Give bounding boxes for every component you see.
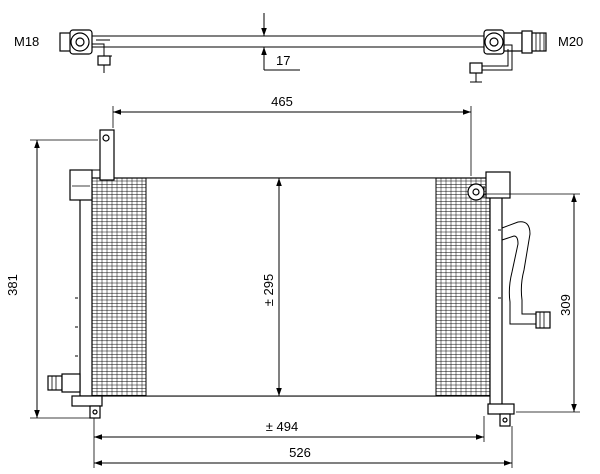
dimension-lines <box>30 106 580 468</box>
pipe-detail <box>59 13 547 83</box>
tank-width-label: ± 494 <box>266 419 298 434</box>
core-width-label: 465 <box>271 94 293 109</box>
fin-pattern-left <box>92 178 146 396</box>
condenser-core <box>89 177 491 397</box>
thread-label-right: M20 <box>558 34 583 49</box>
core-height-label: ± 295 <box>261 274 276 306</box>
left-tank <box>47 129 115 419</box>
right-height-label: 309 <box>558 294 573 316</box>
fin-pattern-right <box>436 178 490 396</box>
overall-height-label: 381 <box>5 274 20 296</box>
thread-label-left: M18 <box>14 34 39 49</box>
right-tank <box>467 171 551 427</box>
pipe-offset-label: 17 <box>276 53 290 68</box>
overall-width-label: 526 <box>289 445 311 460</box>
